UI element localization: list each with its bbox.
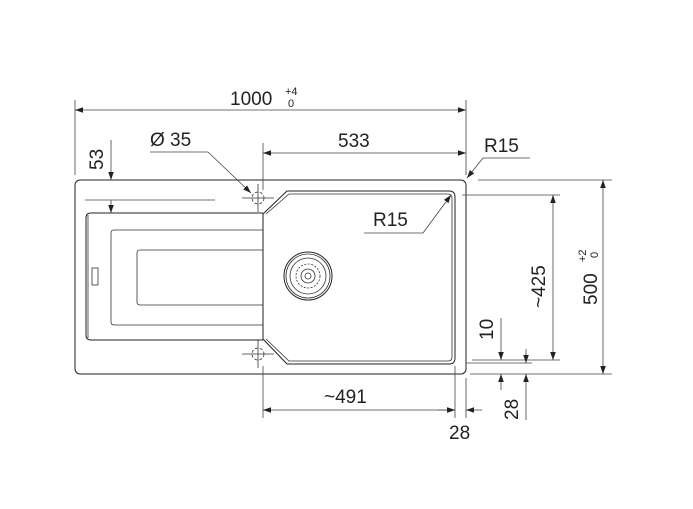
dimension-tap-hole: Ø 35 <box>150 130 252 194</box>
drainer <box>85 212 263 341</box>
svg-text:533: 533 <box>338 131 370 152</box>
dimension-bottom-offset-28: 28 <box>502 349 529 420</box>
tap-hole-top <box>242 184 274 212</box>
dimension-bottom-offset-10: 10 <box>477 318 504 390</box>
svg-text:R15: R15 <box>484 136 519 157</box>
svg-text:28: 28 <box>449 423 470 444</box>
svg-text:R15: R15 <box>373 210 408 231</box>
dimension-overall-depth: 500 +2 0 <box>577 180 606 374</box>
svg-text:Ø 35: Ø 35 <box>150 130 191 151</box>
svg-text:+4: +4 <box>285 86 298 98</box>
overflow-slot <box>91 267 99 286</box>
svg-text:0: 0 <box>288 98 294 110</box>
dimension-drainer-offset: 53 <box>85 140 215 213</box>
svg-text:28: 28 <box>502 399 523 420</box>
bowl <box>262 190 456 365</box>
dimension-outer-radius: R15 <box>466 136 530 179</box>
tap-hole-bottom <box>242 340 274 368</box>
dimension-bowl-radius: R15 <box>364 194 452 234</box>
sink-outline <box>74 179 467 375</box>
svg-text:500: 500 <box>581 273 602 305</box>
dimension-bowl-depth: ~425 <box>529 195 556 360</box>
svg-text:1000: 1000 <box>230 89 272 110</box>
svg-text:53: 53 <box>87 149 108 170</box>
dimension-right-offset-28: 28 <box>438 407 482 444</box>
svg-text:~425: ~425 <box>529 265 550 308</box>
svg-text:10: 10 <box>477 319 498 340</box>
dimension-bowl-offset: 533 <box>262 131 466 190</box>
dimension-bowl-width: ~491 <box>262 366 467 418</box>
drain-strainer <box>283 251 333 301</box>
dimension-overall-width: 1000 +4 0 <box>74 86 467 175</box>
svg-text:~491: ~491 <box>324 387 367 408</box>
svg-text:0: 0 <box>589 252 601 258</box>
svg-text:+2: +2 <box>577 249 589 262</box>
